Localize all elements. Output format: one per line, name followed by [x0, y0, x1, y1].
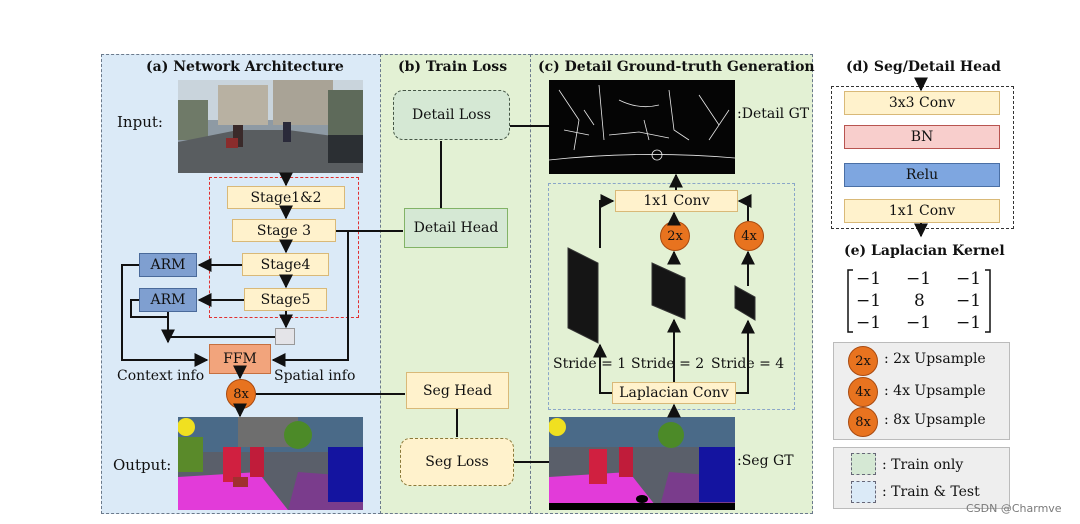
- kernel-cell: −1: [906, 313, 932, 333]
- kernel-cell: −1: [956, 313, 982, 333]
- detail-loss-box: Detail Loss: [393, 90, 510, 140]
- watermark: CSDN @Charmve: [966, 502, 1062, 515]
- head-bn: BN: [844, 125, 1000, 149]
- global-pool-block: [275, 328, 295, 345]
- panel-e-title: (e) Laplacian Kernel: [844, 243, 1005, 259]
- legend-8x-badge: 8x: [848, 407, 878, 437]
- feature-map-stride-4: [734, 285, 756, 321]
- legend-2x-text: : 2x Upsample: [884, 351, 986, 367]
- train-test-swatch: [851, 481, 876, 503]
- legend-4x-badge: 4x: [848, 377, 878, 407]
- stage-1-2: Stage1&2: [227, 186, 345, 209]
- input-image: [178, 80, 363, 173]
- arm-block-2: ARM: [139, 288, 197, 312]
- stride-1-label: Stride = 1: [553, 356, 627, 372]
- train-only-text: : Train only: [882, 457, 964, 473]
- legend-8x-text: : 8x Upsample: [884, 412, 986, 428]
- kernel-cell: 8: [914, 291, 925, 311]
- train-only-swatch: [851, 453, 876, 475]
- legend-2x-badge: 2x: [848, 346, 878, 376]
- kernel-cell: −1: [856, 313, 882, 333]
- stride-2-label: Stride = 2: [631, 356, 705, 372]
- laplacian-kernel-matrix: −1 −1 −1 −1 8 −1 −1 −1 −1: [846, 268, 992, 334]
- laplacian-conv-box: Laplacian Conv: [612, 382, 736, 404]
- head-relu: Relu: [844, 163, 1000, 187]
- legend-4x-text: : 4x Upsample: [884, 383, 986, 399]
- panel-b-title: (b) Train Loss: [398, 59, 508, 75]
- head-conv1x1: 1x1 Conv: [844, 199, 1000, 223]
- panel-a-title: (a) Network Architecture: [146, 59, 344, 75]
- stage-3: Stage 3: [232, 219, 336, 242]
- seg-gt-label: :Seg GT: [737, 453, 794, 469]
- head-conv3x3: 3x3 Conv: [844, 91, 1000, 115]
- seg-loss-box: Seg Loss: [400, 438, 514, 486]
- stage-5: Stage5: [244, 288, 327, 311]
- kernel-cell: −1: [856, 291, 882, 311]
- detail-gt-image: [549, 80, 735, 174]
- context-info-label: Context info: [117, 368, 205, 384]
- detail-head-box: Detail Head: [404, 208, 508, 248]
- spatial-info-label: Spatial info: [274, 368, 356, 384]
- upsample-4x-badge: 4x: [734, 221, 764, 251]
- panel-c-title: (c) Detail Ground-truth Generation: [538, 59, 815, 75]
- feature-map-stride-2: [651, 262, 686, 320]
- upsample-2x-badge: 2x: [660, 221, 690, 251]
- output-image: [178, 417, 363, 510]
- seg-head-box: Seg Head: [406, 372, 509, 409]
- output-label: Output:: [113, 456, 172, 474]
- kernel-cell: −1: [956, 291, 982, 311]
- feature-map-stride-1: [567, 247, 599, 344]
- seg-gt-image: [549, 417, 735, 510]
- panel-d-title: (d) Seg/Detail Head: [846, 59, 1001, 75]
- conv-1x1-box: 1x1 Conv: [615, 190, 738, 212]
- train-test-text: : Train & Test: [882, 484, 980, 500]
- detail-gt-label: :Detail GT: [737, 106, 810, 122]
- kernel-cell: −1: [956, 269, 982, 289]
- input-label: Input:: [117, 113, 163, 131]
- kernel-cell: −1: [906, 269, 932, 289]
- matrix-brackets: [847, 269, 991, 333]
- kernel-cell: −1: [856, 269, 882, 289]
- arm-block-1: ARM: [139, 253, 197, 277]
